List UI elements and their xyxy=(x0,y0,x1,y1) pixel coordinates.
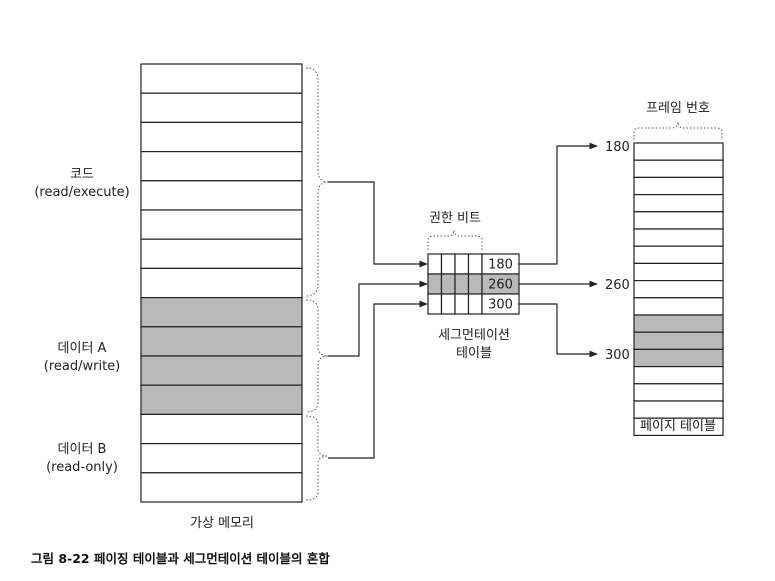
permission-bit-cell xyxy=(454,273,470,295)
frame-number-label: 프레임 번호 xyxy=(646,101,710,116)
permission-bit-cell xyxy=(440,253,456,275)
page-table-frame xyxy=(633,262,724,282)
virtual-memory-block xyxy=(140,413,303,445)
segment-entry-value: 260 xyxy=(488,278,513,293)
virtual-memory xyxy=(140,63,303,503)
code-to-segment-entry-arrow xyxy=(328,181,428,268)
page-table-frame xyxy=(633,245,724,264)
segment-table: 180 260 300 xyxy=(427,253,520,315)
permission-bit-cell xyxy=(467,253,483,275)
segment-data-a-brace xyxy=(305,299,329,413)
segment-data-b: 데이터 B (read-only) xyxy=(46,442,118,475)
entry-180-to-page-table-arrow xyxy=(519,142,598,265)
page-table-frame xyxy=(633,400,724,419)
permission-bits-label: 권한 비트 xyxy=(429,211,481,226)
permission-bit-cell xyxy=(454,253,470,275)
page-table xyxy=(633,142,724,437)
page-table-frame xyxy=(633,176,724,196)
figure-caption: 그림 8-22 페이징 테이블과 세그먼테이션 테이블의 혼합 xyxy=(31,551,330,566)
virtual-memory-block xyxy=(140,443,303,474)
page-table-frame xyxy=(633,194,724,213)
page-table-frame xyxy=(633,348,724,368)
virtual-memory-block xyxy=(140,238,303,269)
virtual-memory-block xyxy=(140,63,303,94)
virtual-memory-block xyxy=(140,326,303,357)
page-pointer-260: 260 xyxy=(605,278,630,293)
page-table-frame xyxy=(633,314,724,333)
frame-number-brace xyxy=(633,121,723,140)
virtual-memory-block xyxy=(140,297,303,328)
segment-data-a-permission: (read/write) xyxy=(44,359,120,374)
page-table-frame xyxy=(633,280,724,299)
page-table-frame xyxy=(633,383,724,402)
permission-bit-cell xyxy=(427,293,443,315)
page-pointer-300: 300 xyxy=(605,348,630,363)
permission-bit-cell xyxy=(467,273,483,295)
segment-code-name: 코드 xyxy=(70,167,94,182)
segment-code-permission: (read/execute) xyxy=(34,185,129,200)
virtual-memory-block xyxy=(140,384,303,416)
virtual-memory-block xyxy=(140,355,303,386)
virtual-memory-block xyxy=(140,92,303,123)
permission-bit-cell xyxy=(440,273,456,295)
virtual-memory-block xyxy=(140,180,303,211)
data-a-to-segment-entry-arrow xyxy=(328,280,428,357)
segment-data-a: 데이터 A (read/write) xyxy=(44,341,120,374)
page-table-frame xyxy=(633,142,724,161)
page-table-frame xyxy=(633,366,724,385)
virtual-memory-block xyxy=(140,267,303,299)
page-table-frame xyxy=(633,159,724,178)
page-table-frame xyxy=(633,297,724,316)
segment-table-label-line2: 테이블 xyxy=(456,346,492,361)
page-pointer-180: 180 xyxy=(605,140,630,155)
virtual-memory-block xyxy=(140,209,303,240)
virtual-memory-block xyxy=(140,121,303,153)
segment-table-label-line1: 세그먼테이션 xyxy=(438,328,510,343)
data-b-to-segment-entry-arrow xyxy=(328,300,428,459)
segment-code-brace xyxy=(305,67,329,297)
virtual-memory-block xyxy=(140,472,303,503)
segment-data-b-name: 데이터 B xyxy=(58,442,107,457)
permission-bit-cell xyxy=(454,293,470,315)
permission-bit-cell xyxy=(427,253,443,275)
segment-data-a-name: 데이터 A xyxy=(58,341,107,356)
virtual-memory-label: 가상 메모리 xyxy=(190,516,254,531)
permission-bit-cell xyxy=(440,293,456,315)
segment-data-b-permission: (read-only) xyxy=(46,460,118,475)
permission-bit-cell xyxy=(467,293,483,315)
page-table-frame xyxy=(633,228,724,247)
page-table-label: 페이지 테이블 xyxy=(640,419,716,434)
permission-bit-cell xyxy=(427,273,443,295)
segment-data-b-brace xyxy=(305,415,329,501)
page-table-frame xyxy=(633,211,724,230)
page-table-frame xyxy=(633,417,724,437)
permission-bits-brace xyxy=(427,229,483,250)
page-table-frame xyxy=(633,331,724,351)
segment-entry-value: 300 xyxy=(488,298,513,313)
segment-entry-value: 180 xyxy=(488,258,513,273)
segment-code: 코드 (read/execute) xyxy=(34,167,129,200)
virtual-memory-block xyxy=(140,151,303,182)
entry-300-to-page-table-arrow xyxy=(519,303,598,358)
